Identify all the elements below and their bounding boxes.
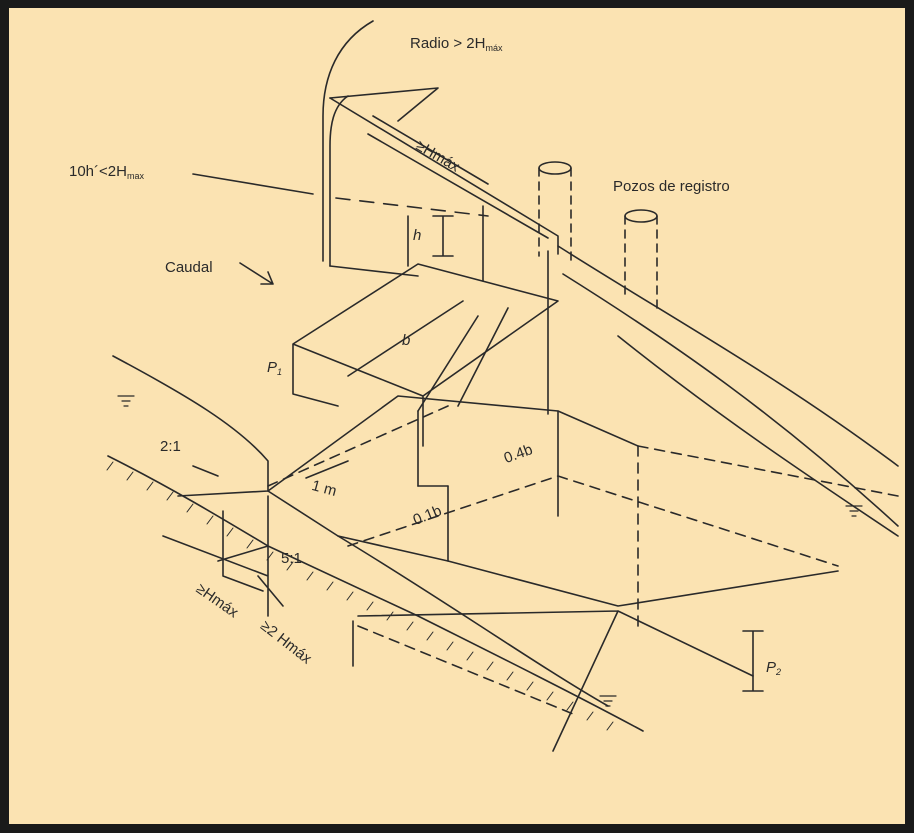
ten-h-arrow [192,173,314,195]
ratio-2-1-label: 2:1 [160,438,181,455]
h-label: h [413,227,422,244]
upstream-channel-top [329,97,559,255]
radius-arrow [329,87,439,122]
p1-label: P1 [267,359,283,377]
radio-label: Radio > 2Hmáx [410,35,503,53]
downstream-wall-right-2 [562,273,899,527]
downstream-wall-far [617,335,899,537]
approach-channel-wall [322,20,374,262]
left-dims [162,495,354,667]
b-label: b [402,332,411,349]
manhole-2 [624,209,658,309]
weir-crest-box [292,263,559,447]
ratio-5-1-label: 5:1 [281,550,302,567]
left-slope-ground [107,455,644,732]
h-dimension [432,215,454,257]
water-symbol-1 [117,395,135,407]
downstream-slab [357,610,754,752]
caudal-label: Caudal [165,259,213,276]
upstream-channel-side [329,205,549,415]
channel-bed-lower [337,535,609,707]
one-m-arrow [305,460,349,479]
bed-dashes [267,405,899,717]
p2-label: P2 [766,659,782,677]
channel-bed-front [267,490,839,607]
downstream-wall-right [557,245,899,467]
hmax-dimension-top [372,115,489,185]
weir-crest-inner [347,300,509,412]
channel-bed-left [177,395,639,497]
sill-line [417,410,559,562]
pozos-label: Pozos de registro [613,178,730,195]
water-symbol-3 [845,505,863,517]
left-slope-top [112,355,269,492]
ground-hatch [106,461,614,731]
water-dash-top [335,197,489,217]
weir-diagram [106,20,899,752]
ratio-2-1-arrow [192,465,219,477]
approach-channel-inner-wall [329,95,349,267]
manhole-1 [538,161,572,267]
ten-h-label: 10h´<2Hmax [69,163,144,181]
flow-arrow [239,262,274,285]
p2-dimension [742,630,764,692]
water-symbol-2 [599,695,617,707]
